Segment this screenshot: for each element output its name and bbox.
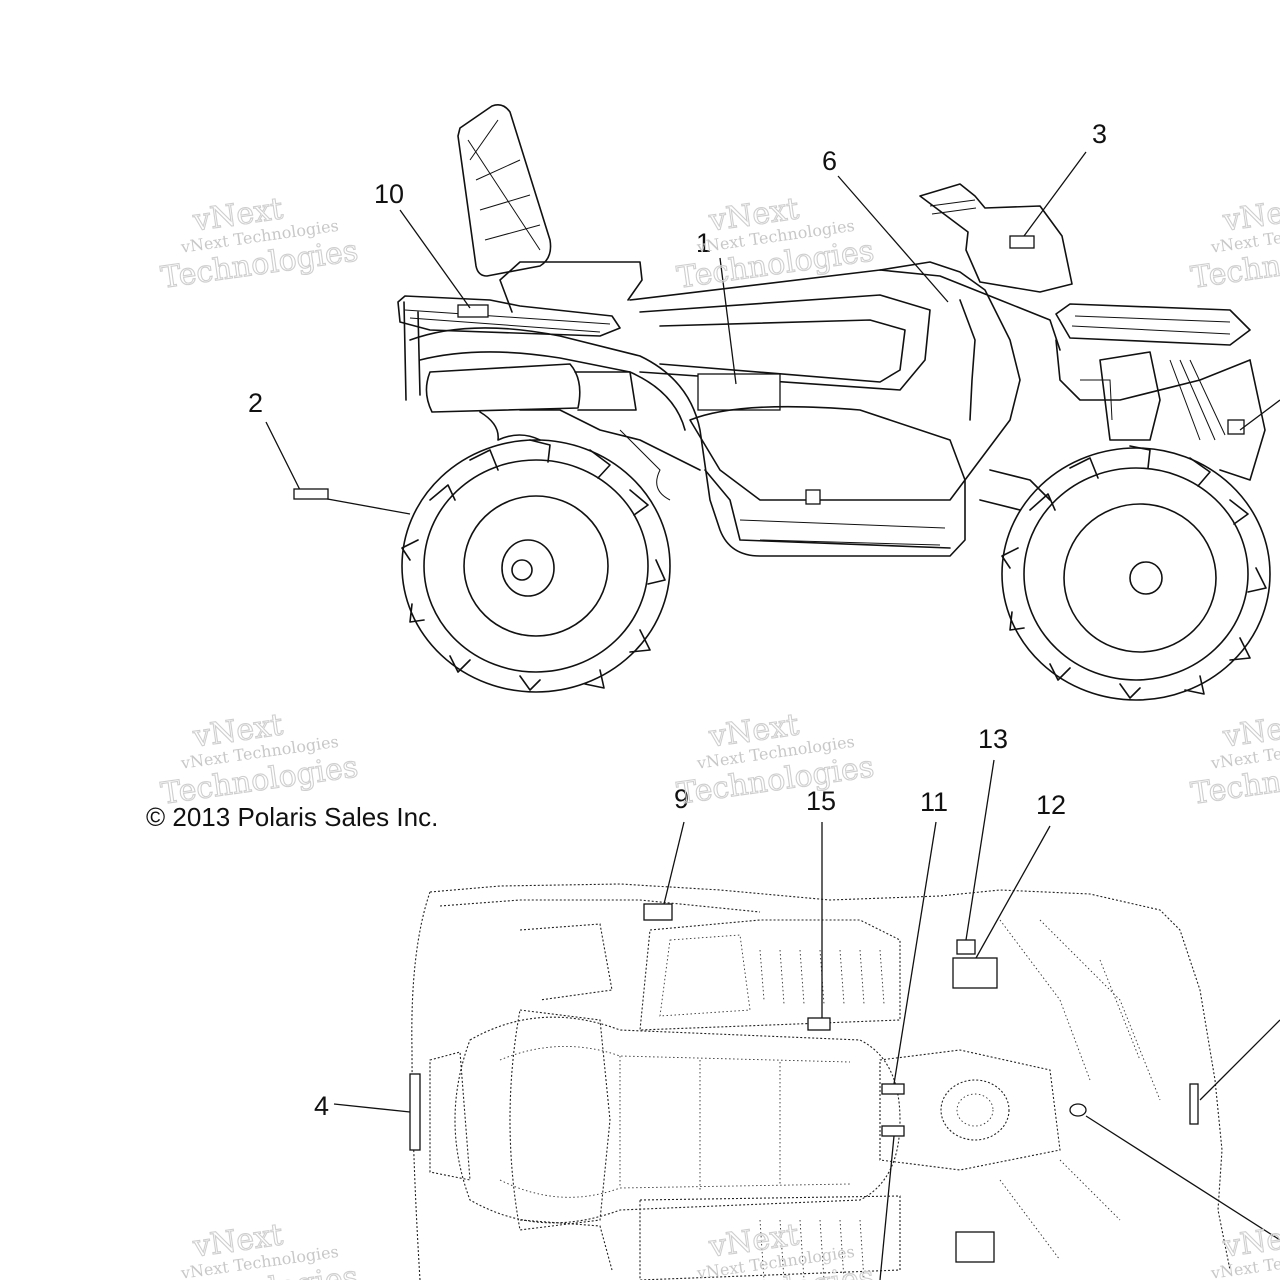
watermark: vNext vNext Technologies Technologies (674, 707, 877, 812)
watermark: vNext vNext Technologies Technologies (1188, 707, 1280, 812)
label-13 (956, 939, 976, 955)
callout-3: 3 (1092, 119, 1107, 149)
label-11a (881, 1083, 905, 1095)
callout-13: 13 (978, 724, 1008, 754)
callout-10: 10 (374, 179, 404, 209)
label-10 (457, 304, 489, 318)
leader-lines-top (265, 151, 1280, 515)
rear-wheel (401, 439, 671, 693)
label-1 (697, 373, 781, 411)
front-wheel (1001, 445, 1271, 701)
label-2 (293, 488, 329, 500)
callout-9: 9 (674, 784, 689, 814)
watermark: vNext vNext Technologies Technologies (1188, 191, 1280, 296)
watermark: vNext vNext Technologies Technologies (674, 1217, 877, 1280)
label-4 (409, 1073, 421, 1151)
callout-2: 2 (248, 388, 263, 418)
callout-15: 15 (806, 786, 836, 816)
label-9 (643, 903, 673, 921)
watermarks: vNext vNext Technologies Technologies vN… (158, 191, 1280, 1280)
callout-12: 12 (1036, 790, 1066, 820)
callout-6: 6 (822, 146, 837, 176)
leader-lines-bottom (333, 759, 1280, 1280)
label-15 (807, 1017, 831, 1031)
callout-1: 1 (696, 228, 711, 258)
watermark: vNext vNext Technologies Technologies (158, 707, 361, 812)
label-3 (1009, 235, 1035, 249)
watermark: vNext vNext Technologies Technologies (1188, 1217, 1280, 1280)
label-11b (881, 1125, 905, 1137)
label-12 (952, 957, 998, 989)
watermark: vNext vNext Technologies Technologies (674, 191, 877, 296)
atv-side-view (397, 104, 1271, 701)
watermark: vNext vNext Technologies Technologies (158, 1217, 361, 1280)
callout-4: 4 (314, 1091, 329, 1121)
atv-top-view (409, 883, 1231, 1280)
watermark: vNext vNext Technologies Technologies (158, 191, 361, 296)
callout-11: 11 (920, 787, 948, 817)
copyright-text: © 2013 Polaris Sales Inc. (146, 802, 438, 832)
callout-numbers: 1 2 3 4 6 9 10 11 12 13 15 (248, 119, 1107, 1121)
